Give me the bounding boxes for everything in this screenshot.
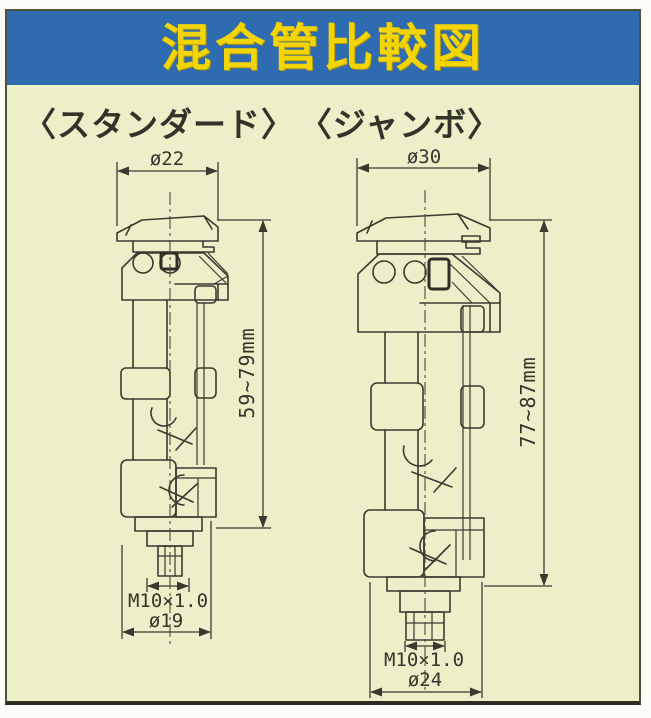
standard-column-label: 〈スタンダード〉 <box>23 105 295 144</box>
standard-top-diameter-label: ø22 <box>149 148 185 170</box>
title-band: 混合管比較図 <box>7 11 639 85</box>
standard-valve-drawing <box>116 192 229 645</box>
standard-thread-label: M10×1.0 <box>127 590 209 612</box>
jumbo-valve-drawing <box>356 190 501 692</box>
jumbo-dimensions <box>356 158 552 698</box>
jumbo-height-label: 77~87mm <box>516 356 540 448</box>
standard-bottom-diameter-label: ø19 <box>148 610 184 632</box>
jumbo-bottom-diameter-label: ø24 <box>407 669 443 691</box>
jumbo-column-label: 〈ジャンボ〉 <box>298 105 502 144</box>
standard-dimensions <box>116 162 271 639</box>
page-title: 混合管比較図 <box>161 19 485 77</box>
page-frame: 混合管比較図 <box>5 9 641 705</box>
jumbo-top-diameter-label: ø30 <box>406 146 442 168</box>
jumbo-thread-label: M10×1.0 <box>383 649 465 671</box>
standard-height-label: 59~79mm <box>235 327 259 419</box>
